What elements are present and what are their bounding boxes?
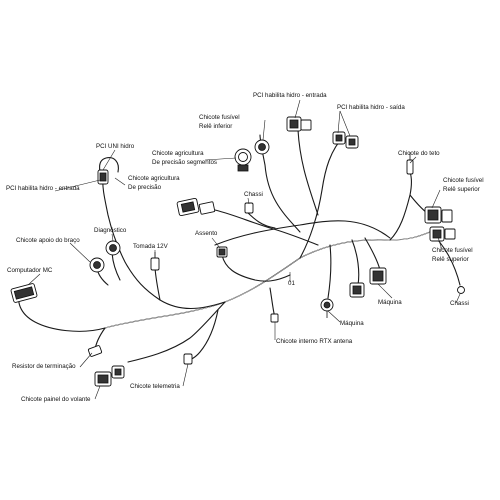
label-maquina-1: Máquina	[378, 299, 402, 306]
label-maquina-2: Máquina	[340, 320, 364, 327]
left-long-cable	[102, 177, 226, 309]
rtx-antenna-cable	[269, 287, 276, 319]
maquina-branch-cable	[327, 244, 332, 299]
teto-connector	[406, 152, 414, 175]
agri-segmentos-connector	[234, 148, 252, 172]
label-fusivel-rele-superior-b-2: Relê superior	[432, 256, 469, 263]
apoio-braco-connector	[89, 257, 105, 273]
harness-cables	[18, 129, 461, 363]
maquina-connector-3	[320, 298, 334, 318]
label-computador-mc: Computador MC	[7, 267, 53, 274]
label-tomada-12v: Tomada 12V	[133, 243, 169, 250]
rtx-antenna-connector	[270, 313, 279, 323]
label-pci-hidro-saida: PCI habilita hidro - saída	[337, 104, 405, 111]
label-chicote-telemetria: Chicote telemetria	[130, 383, 180, 390]
label-agri-precisao-2: De precisão	[128, 184, 162, 191]
chassi-top-connector	[244, 202, 254, 214]
telemetria-connector	[183, 353, 193, 365]
label-fusivel-rele-inferior-2: Relê inferior	[199, 123, 232, 130]
label-chassi-top: Chassi	[244, 191, 263, 198]
label-fusivel-rele-inferior-1: Chicote fusível	[199, 114, 240, 121]
label-fusivel-rele-superior-b-1: Chicote fusível	[432, 247, 473, 254]
teto-cable	[389, 171, 413, 241]
text-labels: PCI habilita hidro - entrada PCI habilit…	[6, 92, 484, 403]
label-agri-segmentos-1: Chicote agricultura	[152, 150, 204, 157]
agri-precision-cable	[214, 209, 319, 246]
label-pci-hidro-entrada-left: PCI habilita hidro - entrada	[6, 185, 80, 192]
diagnostico-connector	[105, 240, 121, 256]
pci-hidro-entrada-connector	[286, 116, 312, 132]
agri-precisao-connector	[176, 197, 216, 217]
cross-bundle-upper	[214, 220, 391, 246]
maquina2-branch-cable	[351, 239, 360, 286]
painel-volante-connector	[94, 365, 125, 387]
label-fusivel-rele-superior-2: Relê superior	[443, 186, 480, 193]
label-agri-segmentos-2: De precisão segmentos	[152, 159, 217, 166]
rele-inferior-connector	[254, 139, 270, 155]
maquina-connector-1	[369, 267, 387, 285]
connectors	[10, 116, 465, 387]
maquina-connector-2	[349, 282, 365, 298]
chassi-right-connector	[457, 286, 465, 294]
pci-uni-hidro-connector	[97, 169, 109, 185]
rele-superior-b-connector	[429, 226, 456, 242]
label-assento: Assento	[195, 230, 218, 237]
pci-hidro-saida-connector	[332, 131, 359, 149]
label-pci-hidro-entrada-top: PCI habilita hidro - entrada	[253, 92, 327, 99]
label-resistor-terminacao: Resistor de terminação	[12, 363, 76, 370]
upper-right-branch-cable	[299, 134, 346, 259]
label-fusivel-rele-superior-1: Chicote fusível	[443, 177, 484, 184]
lower-bundle-cable	[127, 301, 226, 363]
label-diagnostico: Diagnóstico	[94, 227, 127, 234]
label-chicote-interno-rtx: Chicote interno RTX antena	[276, 338, 353, 345]
maquina3-branch-cable	[364, 237, 381, 271]
leader-lines	[27, 99, 461, 400]
label-ref-01: 01	[288, 280, 295, 287]
label-chicote-do-teto: Chicote do teto	[398, 150, 440, 157]
assento-connector	[216, 246, 228, 258]
top-center-branch-cable	[297, 129, 319, 216]
telemetria-cable	[187, 309, 219, 361]
label-chicote-apoio-braco: Chicote apoio do braço	[16, 237, 80, 244]
computador-mc-connector	[10, 283, 38, 303]
rele-superior-connector	[424, 206, 453, 224]
tomada-cable	[154, 267, 161, 301]
label-chicote-painel-volante: Chicote painel do volante	[21, 396, 91, 403]
label-pci-uni-hidro: PCI UNI hidro	[96, 143, 135, 150]
label-agri-precisao-1: Chicote agricultura	[128, 175, 180, 182]
label-chassi-right: Chassi	[450, 300, 469, 307]
assento-cable	[221, 254, 291, 282]
